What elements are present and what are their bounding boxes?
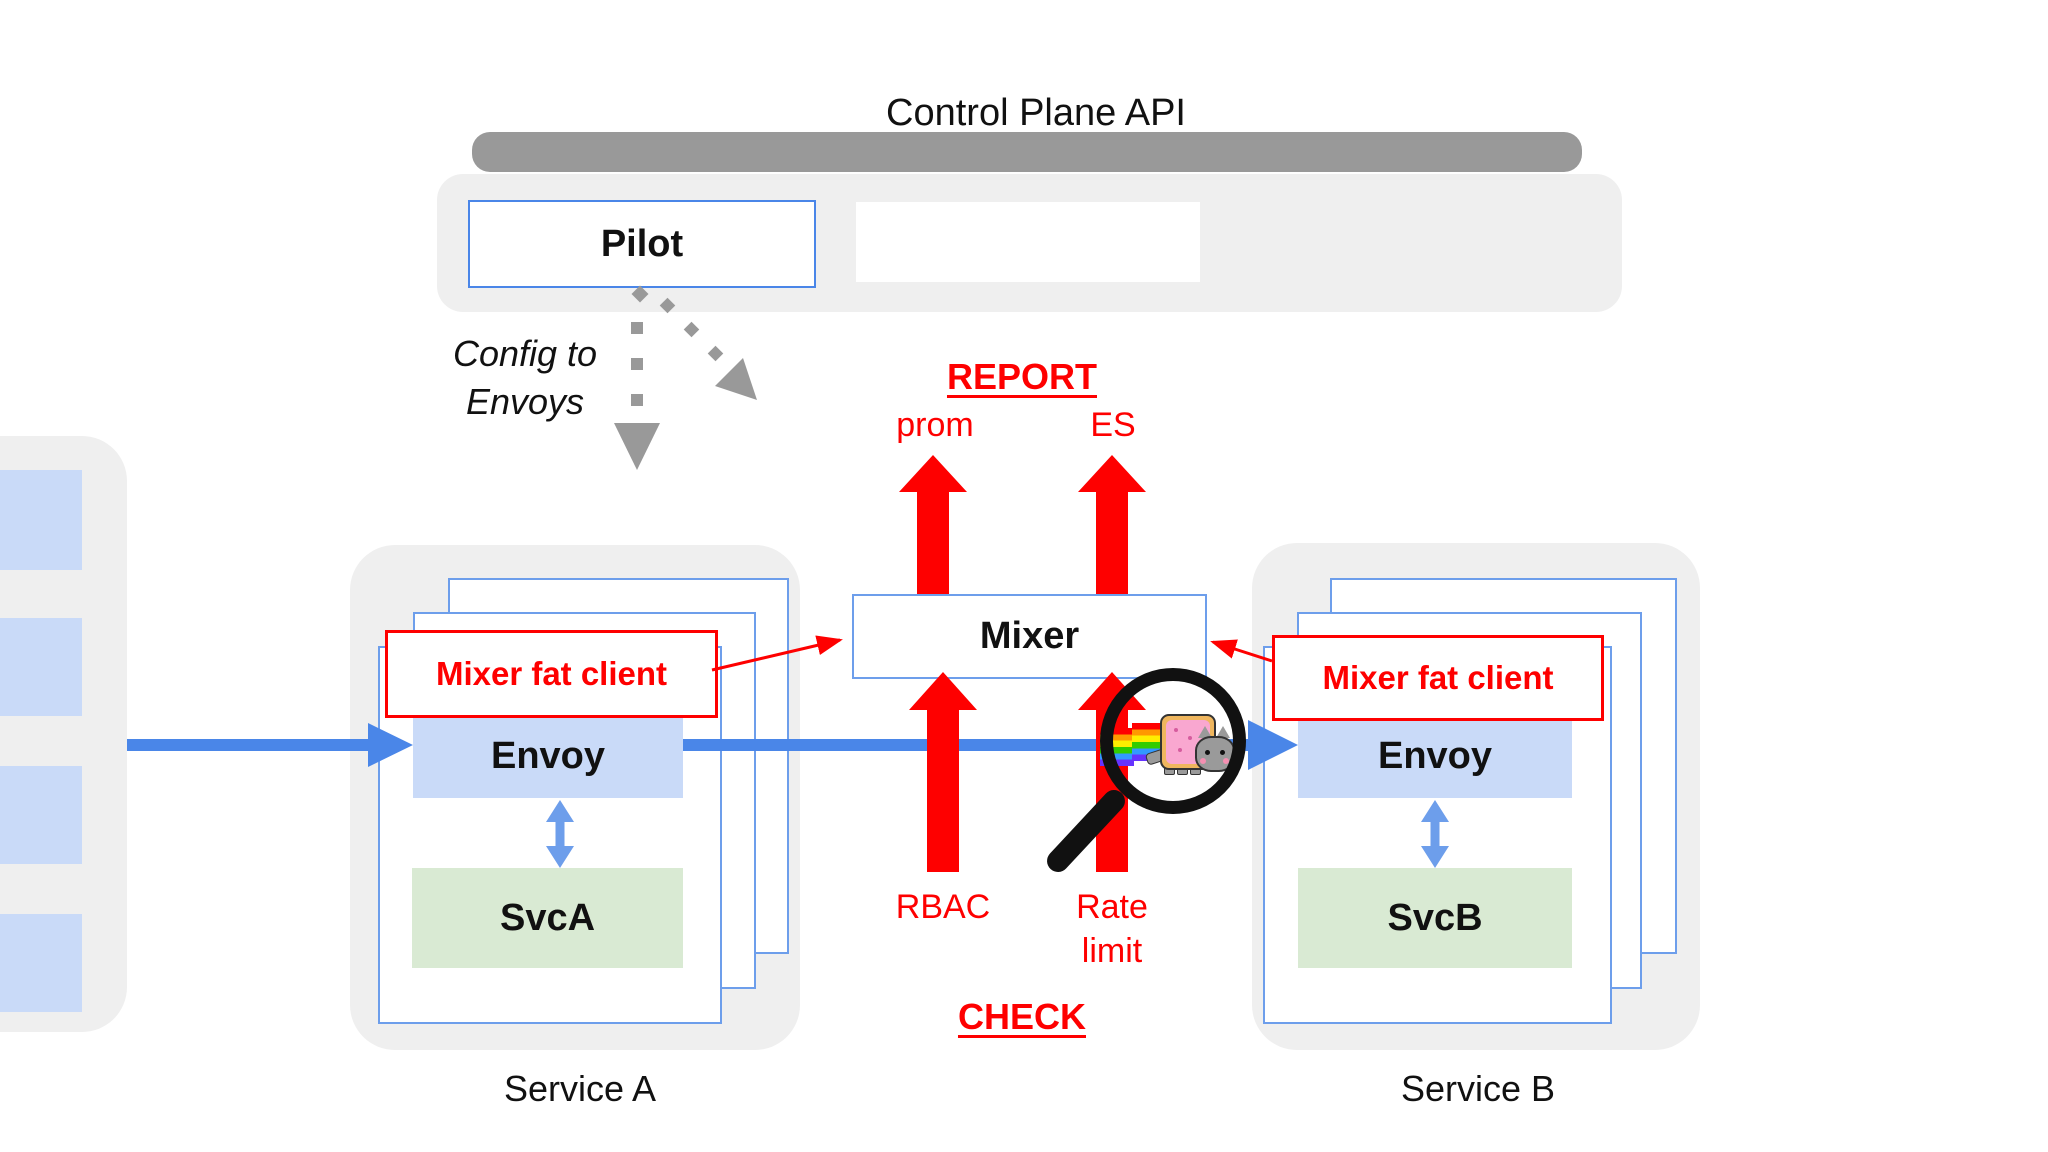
service-a-fat-client-box: Mixer fat client (385, 630, 718, 718)
pilot-label: Pilot (600, 222, 684, 265)
config-note-line1: Config to (452, 333, 598, 374)
control-plane-title: Control Plane API (886, 92, 1186, 134)
fat-client-b-link (1210, 639, 1273, 663)
empty-box (856, 202, 1200, 282)
traffic-arrow-left (127, 723, 413, 767)
service-b-instance-back (1330, 578, 1677, 954)
report-prom-label: prom (896, 406, 974, 444)
service-b-instance-middle (1297, 612, 1642, 989)
check-rbac-label: RBAC (895, 888, 991, 926)
service-a-svc-label: SvcA (499, 896, 596, 939)
service-a-fat-client-label: Mixer fat client (435, 655, 668, 692)
check-rate-label: Rate (1076, 888, 1148, 926)
left-cluster-box (0, 618, 82, 716)
left-cluster-box (0, 914, 82, 1012)
left-cluster-box (0, 470, 82, 570)
service-a-envoy-box: Envoy (413, 714, 683, 798)
mixer-box: Mixer (852, 594, 1207, 679)
magnifying-glass-icon (1100, 668, 1246, 814)
service-a-envoy-label: Envoy (490, 734, 606, 777)
control-plane-panel (437, 174, 1622, 312)
fat-client-a-link (711, 635, 843, 672)
service-b-svc-label: SvcB (1387, 896, 1483, 939)
service-a-svc-box: SvcA (412, 868, 683, 968)
check-heading: CHECK (957, 996, 1086, 1037)
service-b-fat-client-box: Mixer fat client (1272, 635, 1604, 721)
config-note: Config to Envoys (380, 330, 670, 425)
envoy-svc-link-b (1421, 800, 1449, 868)
magnifier-handle (1042, 785, 1130, 877)
service-a-instance-back (448, 578, 789, 954)
service-b-fat-client-label: Mixer fat client (1322, 659, 1554, 696)
service-b-svc-box: SvcB (1298, 868, 1572, 968)
mixer-label: Mixer (979, 615, 1080, 657)
service-b-envoy-box: Envoy (1298, 714, 1572, 798)
service-a-caption: Service A (503, 1068, 657, 1109)
service-a-instance-middle (413, 612, 756, 989)
service-a-instance-front (378, 646, 722, 1024)
report-heading: REPORT (946, 356, 1097, 397)
report-arrow-es (1078, 455, 1146, 594)
report-es-label: ES (1090, 406, 1136, 444)
report-arrow-prom (899, 455, 967, 594)
check-limit-label: limit (1081, 932, 1143, 970)
check-arrow-rbac (909, 672, 977, 872)
left-cluster-panel (0, 436, 127, 1032)
service-b-envoy-label: Envoy (1377, 734, 1493, 777)
config-note-line2: Envoys (465, 380, 585, 422)
pilot-box: Pilot (468, 200, 816, 288)
service-b-panel (1252, 543, 1700, 1050)
envoy-svc-link-a (546, 800, 574, 868)
service-b-caption: Service B (1400, 1068, 1556, 1109)
service-a-panel (350, 545, 800, 1050)
control-plane-api-bar (472, 132, 1582, 172)
left-cluster-box (0, 766, 82, 864)
service-b-instance-front (1263, 646, 1612, 1024)
